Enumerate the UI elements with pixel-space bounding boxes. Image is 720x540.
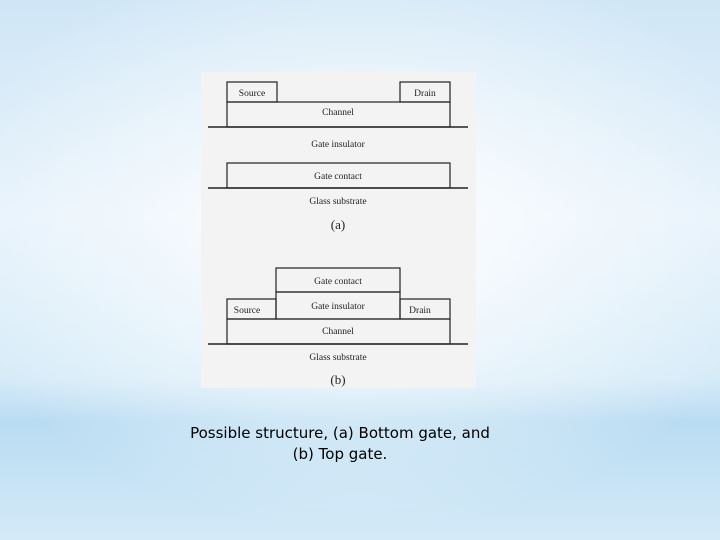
caption-line-1: Possible structure, (a) Bottom gate, and — [190, 424, 490, 442]
structure-diagrams: Source Drain Channel Gate insulator Gate… — [208, 81, 468, 387]
channel-label-a: Channel — [322, 108, 354, 118]
gate-contact-label-b: Gate contact — [314, 277, 362, 287]
gate-insulator-label-b: Gate insulator — [311, 302, 365, 312]
drain-label-b: Drain — [409, 306, 431, 316]
substrate-label-a: Glass substrate — [309, 197, 366, 207]
bottom-gate-diagram — [208, 81, 468, 189]
figure-caption: Possible structure, (a) Bottom gate, and… — [160, 423, 520, 465]
gate-contact-label-a: Gate contact — [314, 172, 362, 182]
source-label-a: Source — [239, 89, 265, 99]
transistor-structure-figure: Source Drain Channel Gate insulator Gate… — [201, 72, 476, 388]
diagram-b-label: (b) — [330, 372, 345, 387]
top-gate-diagram — [208, 267, 468, 345]
channel-label-b: Channel — [322, 327, 354, 337]
substrate-label-b: Glass substrate — [309, 353, 366, 363]
gate-insulator-label-a: Gate insulator — [311, 140, 365, 150]
drain-label-a: Drain — [414, 89, 436, 99]
diagram-a-label: (a) — [331, 217, 345, 232]
source-label-b: Source — [234, 306, 260, 316]
caption-line-2: (b) Top gate. — [292, 445, 388, 463]
